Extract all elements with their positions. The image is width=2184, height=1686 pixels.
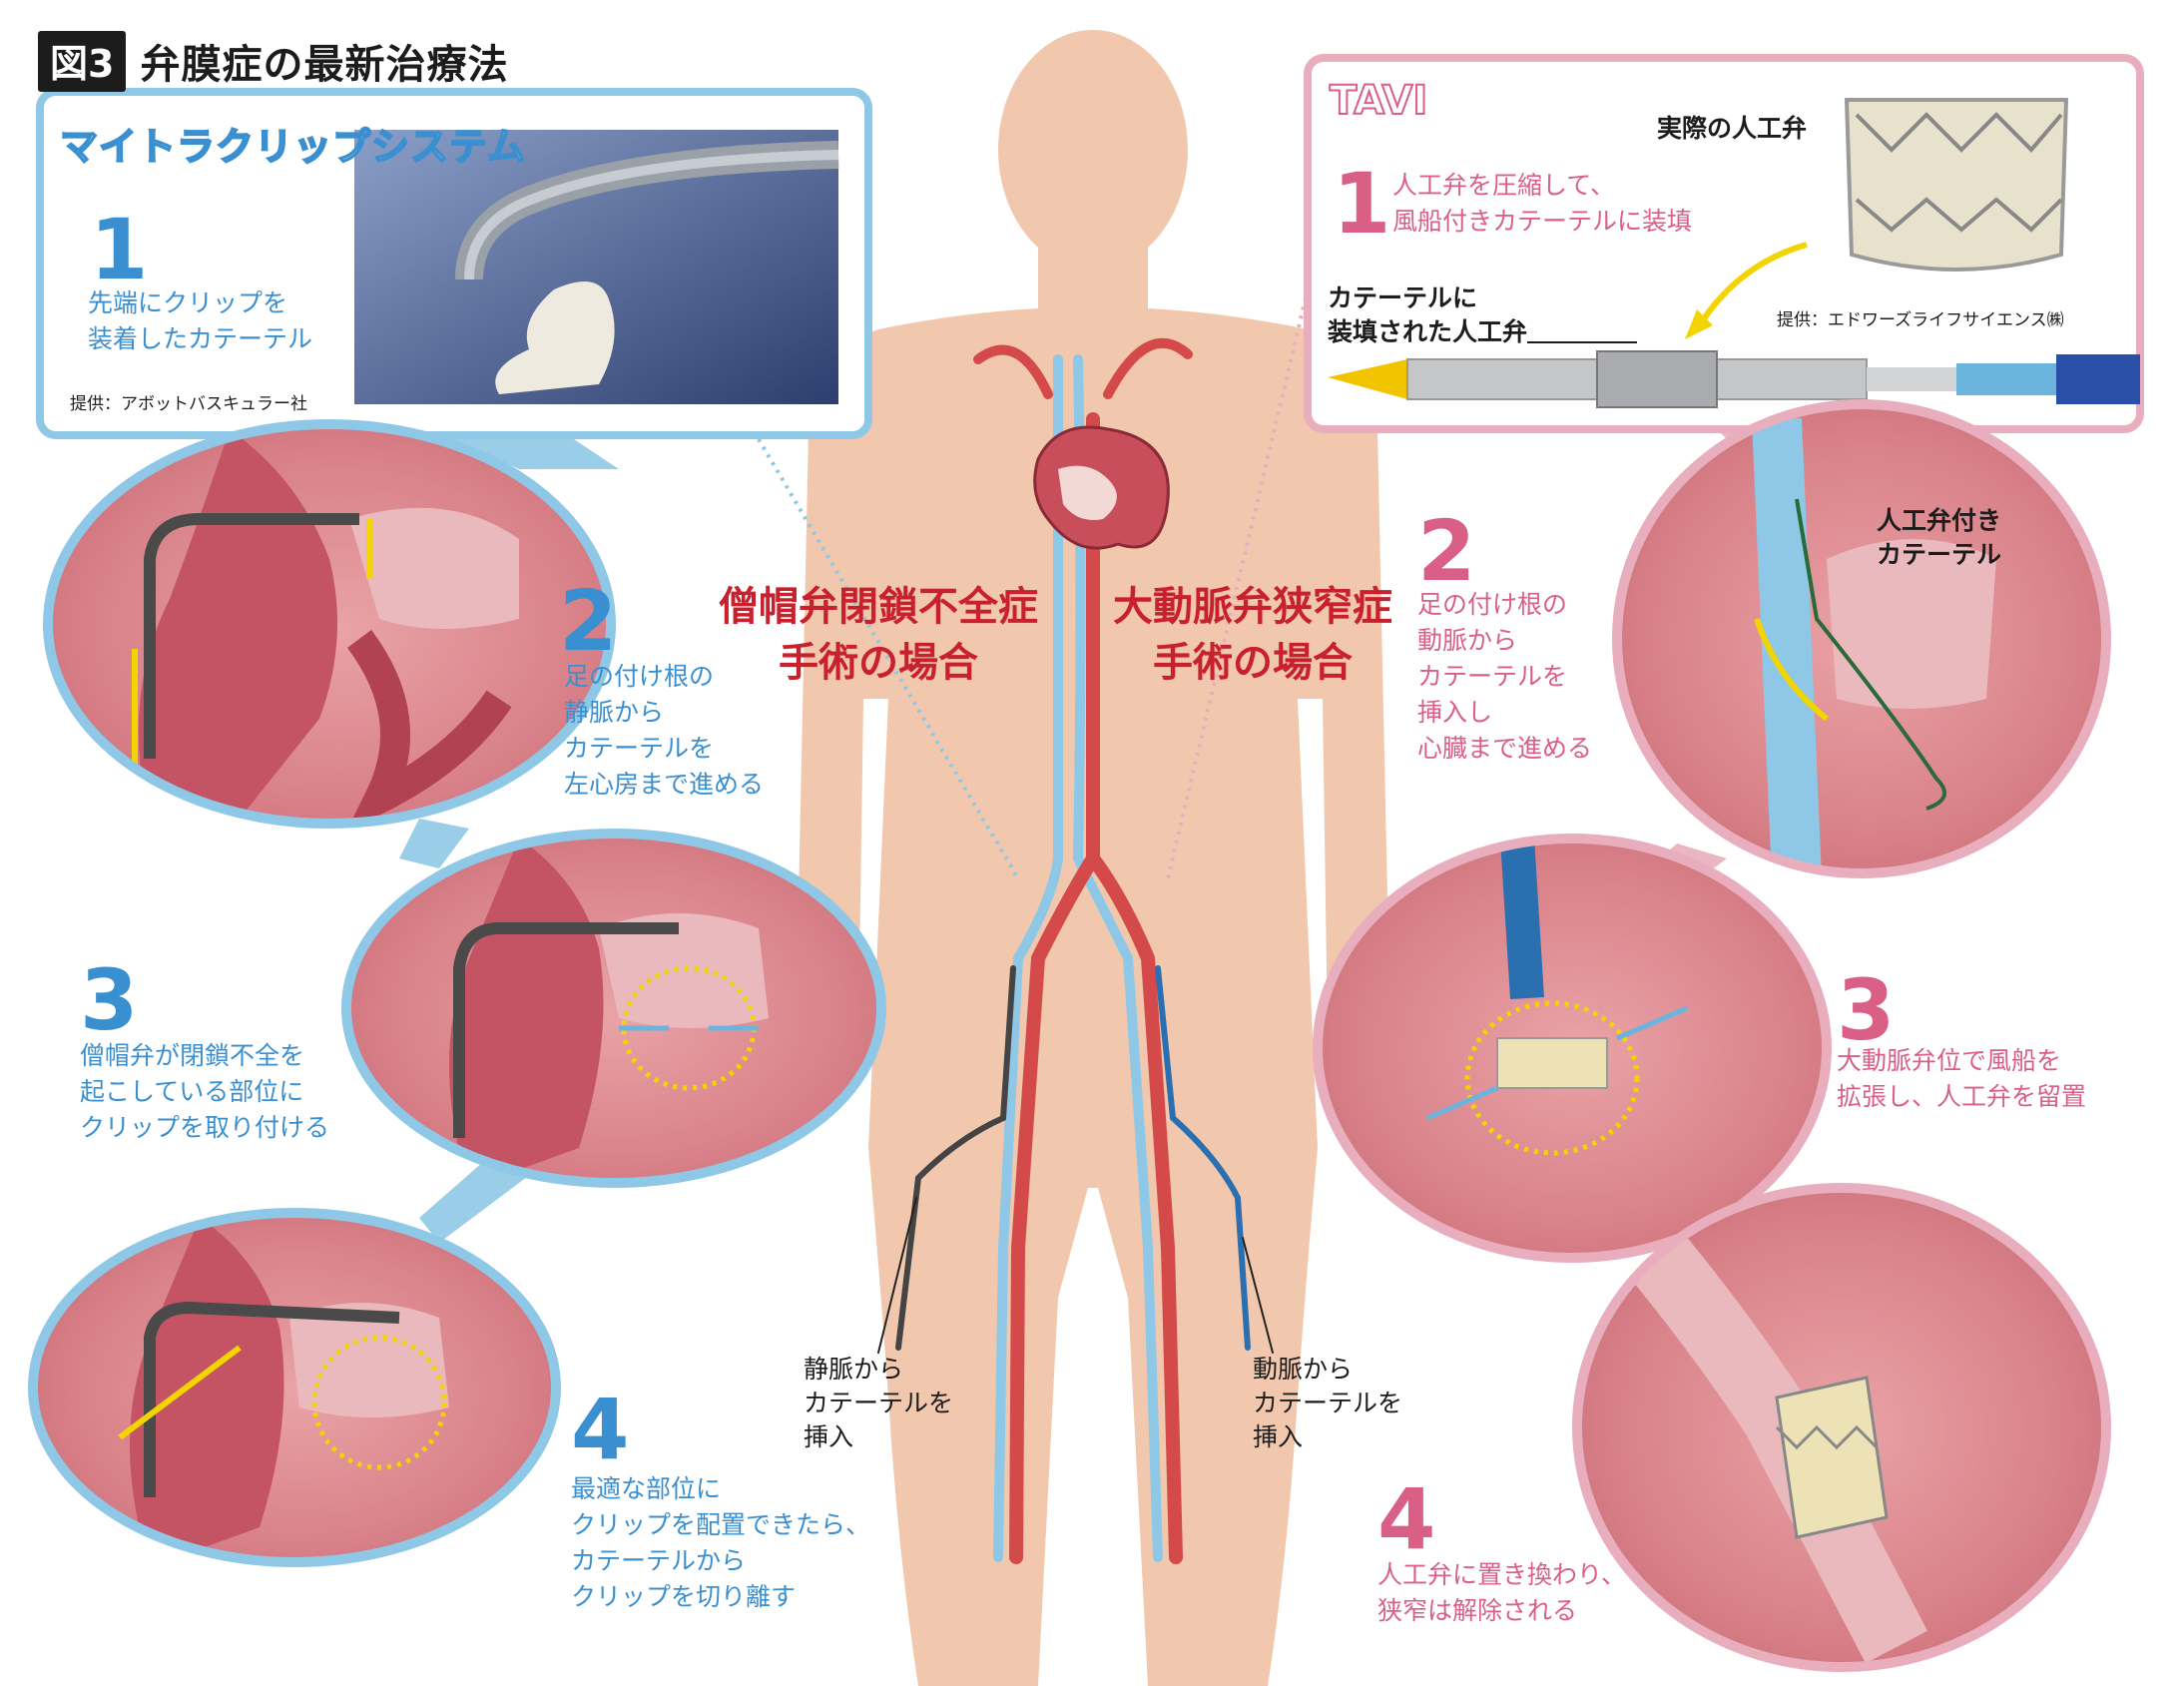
mitraclip-step3-text: 僧帽弁が閉鎖不全を 起こしている部位に クリップを取り付ける (80, 1041, 330, 1142)
tavi-step1-text: 人工弁を圧縮して、 風船付きカテーテルに装填 (1392, 171, 1693, 236)
figure-heading: 弁膜症の最新治療法 (140, 42, 509, 88)
mitraclip-photo (354, 130, 839, 404)
tavi-title: TAVI (1329, 77, 1428, 125)
tavi-step2-number: 2 (1417, 502, 1476, 600)
tavi-valve-photo (1844, 98, 2069, 272)
mitraclip-heart-step3 (341, 829, 886, 1188)
tavi-step3-number: 3 (1837, 961, 1896, 1059)
tavi-heart-step3 (1313, 834, 1832, 1263)
heart-center (1033, 425, 1170, 550)
tavi-real-valve-label: 実際の人工弁 (1657, 114, 1808, 143)
tavi-heart-step4 (1572, 1183, 2111, 1672)
artery-insert-label: 動脈から カテーテルを 挿入 (1253, 1355, 1403, 1451)
tavi-loaded-valve-label: カテーテルに 装填された人工弁 (1328, 283, 1528, 346)
mitraclip-title: マイトラクリップシステム (59, 124, 526, 170)
tavi-heart-step2 (1612, 399, 2111, 878)
center-left-heading: 僧帽弁閉鎖不全症 手術の場合 (719, 584, 1038, 686)
tavi-catheter-photo (1328, 350, 2140, 408)
tavi-load-arrow (1694, 242, 1808, 331)
figure-title: 図3 弁膜症の最新治療法 (38, 30, 509, 92)
center-right-heading: 大動脈弁狭窄症 手術の場合 (1113, 584, 1392, 686)
tavi-catheter-label: 人工弁付き カテーテル (1877, 506, 2002, 569)
vein-insert-label: 静脈から カテーテルを 挿入 (804, 1355, 954, 1451)
tavi-step4-number: 4 (1377, 1470, 1436, 1568)
mitraclip-step1-number: 1 (90, 201, 149, 298)
tavi-step2-text: 足の付け根の 動脈から カテーテルを 挿入し 心臓まで進める (1417, 590, 1593, 763)
tavi-step1-number: 1 (1333, 155, 1391, 253)
body-silhouette (798, 30, 1388, 1686)
mitraclip-heart-step4 (28, 1208, 561, 1567)
tavi-step4-text: 人工弁に置き換わり、 狭窄は解除される (1377, 1560, 1627, 1625)
mitraclip-step4-text: 最適な部位に クリップを配置できたら、 カテーテルから クリップを切り離す (571, 1474, 871, 1611)
figure-number: 図3 (38, 30, 127, 92)
mitraclip-step1-text: 先端にクリップを 装着したカテーテル (88, 288, 313, 353)
blood-vessels (877, 337, 1274, 1564)
mitraclip-step2-number: 2 (559, 572, 618, 670)
guide-line-left (757, 437, 1020, 880)
guide-line-right (1166, 288, 1310, 879)
mitraclip-heart-step2 (43, 419, 616, 829)
mitraclip-step2-text: 足の付け根の 静脈から カテーテルを 左心房まで進める (564, 662, 765, 799)
mitraclip-credit: 提供：アボットバスキュラー社 (70, 394, 307, 414)
mitraclip-step4-number: 4 (571, 1381, 630, 1478)
tavi-credit: 提供：エドワーズライフサイエンス㈱ (1777, 310, 2064, 330)
tavi-step3-text: 大動脈弁位で風船を 拡張し、人工弁を留置 (1837, 1046, 2087, 1111)
mitraclip-step3-number: 3 (80, 951, 139, 1049)
